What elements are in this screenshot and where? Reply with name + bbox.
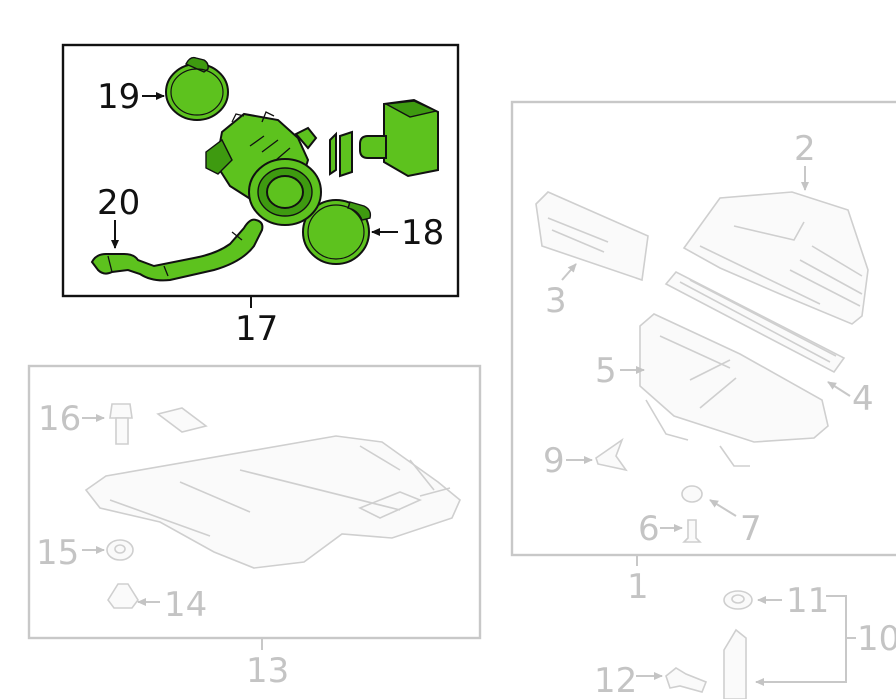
resonator[interactable] [359,98,439,178]
callout-2: 2 [794,129,816,169]
part-18-clamp[interactable] [302,199,372,265]
callout-9: 9 [543,441,565,481]
part-16-bolt [109,403,208,445]
part-9-clip [595,437,628,472]
callout-4: 4 [852,379,874,419]
part-15-washer [106,539,134,561]
air-duct-assembly[interactable] [205,111,322,226]
callout-6: 6 [638,509,660,549]
part-7-grommet [681,485,703,503]
callout-17: 17 [235,309,278,349]
group-17-box [61,43,460,308]
callout-15: 15 [36,533,79,573]
callout-1: 1 [627,567,649,607]
bracket[interactable] [329,130,353,178]
callout-3: 3 [545,281,567,321]
group-13-box [27,364,482,650]
callout-5: 5 [595,351,617,391]
part-2-cover [682,191,869,325]
part-13-duct [84,435,461,569]
callout-16: 16 [38,399,81,439]
callout-12: 12 [594,661,637,699]
group-1-box [510,100,896,566]
callout-19: 19 [97,77,140,117]
callout-14: 14 [164,585,207,625]
part-11-grommet [723,590,753,610]
part-12-bolt [665,667,708,693]
part-19-clamp[interactable] [165,56,229,121]
callout-7: 7 [740,509,762,549]
part-10-bracket [723,628,747,699]
part-5-housing [639,313,829,443]
part-20-hose[interactable] [90,218,264,282]
part-14-nut [107,583,139,609]
callout-20: 20 [97,183,140,223]
callout-13: 13 [246,651,289,691]
callout-18: 18 [401,213,444,253]
callout-10: 10 [857,619,896,659]
part-6-pin [682,519,702,543]
callout-11: 11 [786,581,829,621]
